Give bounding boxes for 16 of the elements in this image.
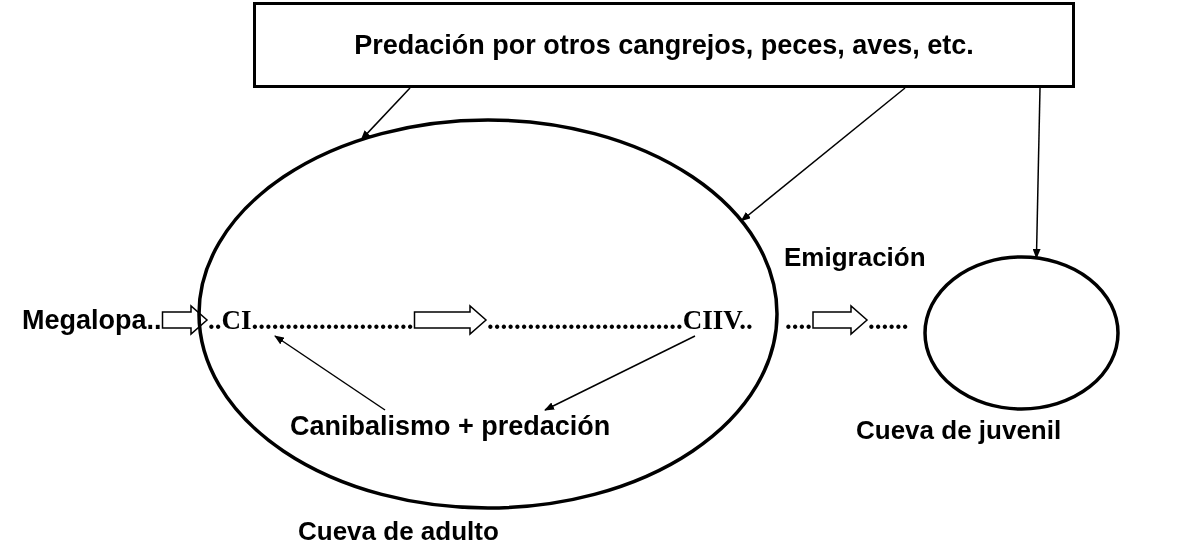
stage-label: Canibalismo + predación xyxy=(290,410,611,442)
stage-label: ...... xyxy=(868,304,909,336)
stage-label: .............................CIIV.. xyxy=(487,304,753,336)
text-box: Predación por otros cangrejos, peces, aves, etc. xyxy=(253,2,1075,88)
arrow xyxy=(1032,87,1041,259)
arrow xyxy=(740,87,906,222)
block-arrow xyxy=(413,304,488,336)
caption-label: Cueva de juvenil xyxy=(856,415,1062,445)
stage-label: ..CI........................ xyxy=(208,304,414,336)
stage-label: Megalopa.. xyxy=(22,304,162,336)
arrow xyxy=(274,335,386,411)
stage-label: .... xyxy=(785,304,812,336)
arrow xyxy=(544,335,696,411)
block-arrow xyxy=(161,304,209,336)
block-arrow xyxy=(812,304,869,336)
caption-label: Cueva de adulto xyxy=(298,516,499,546)
